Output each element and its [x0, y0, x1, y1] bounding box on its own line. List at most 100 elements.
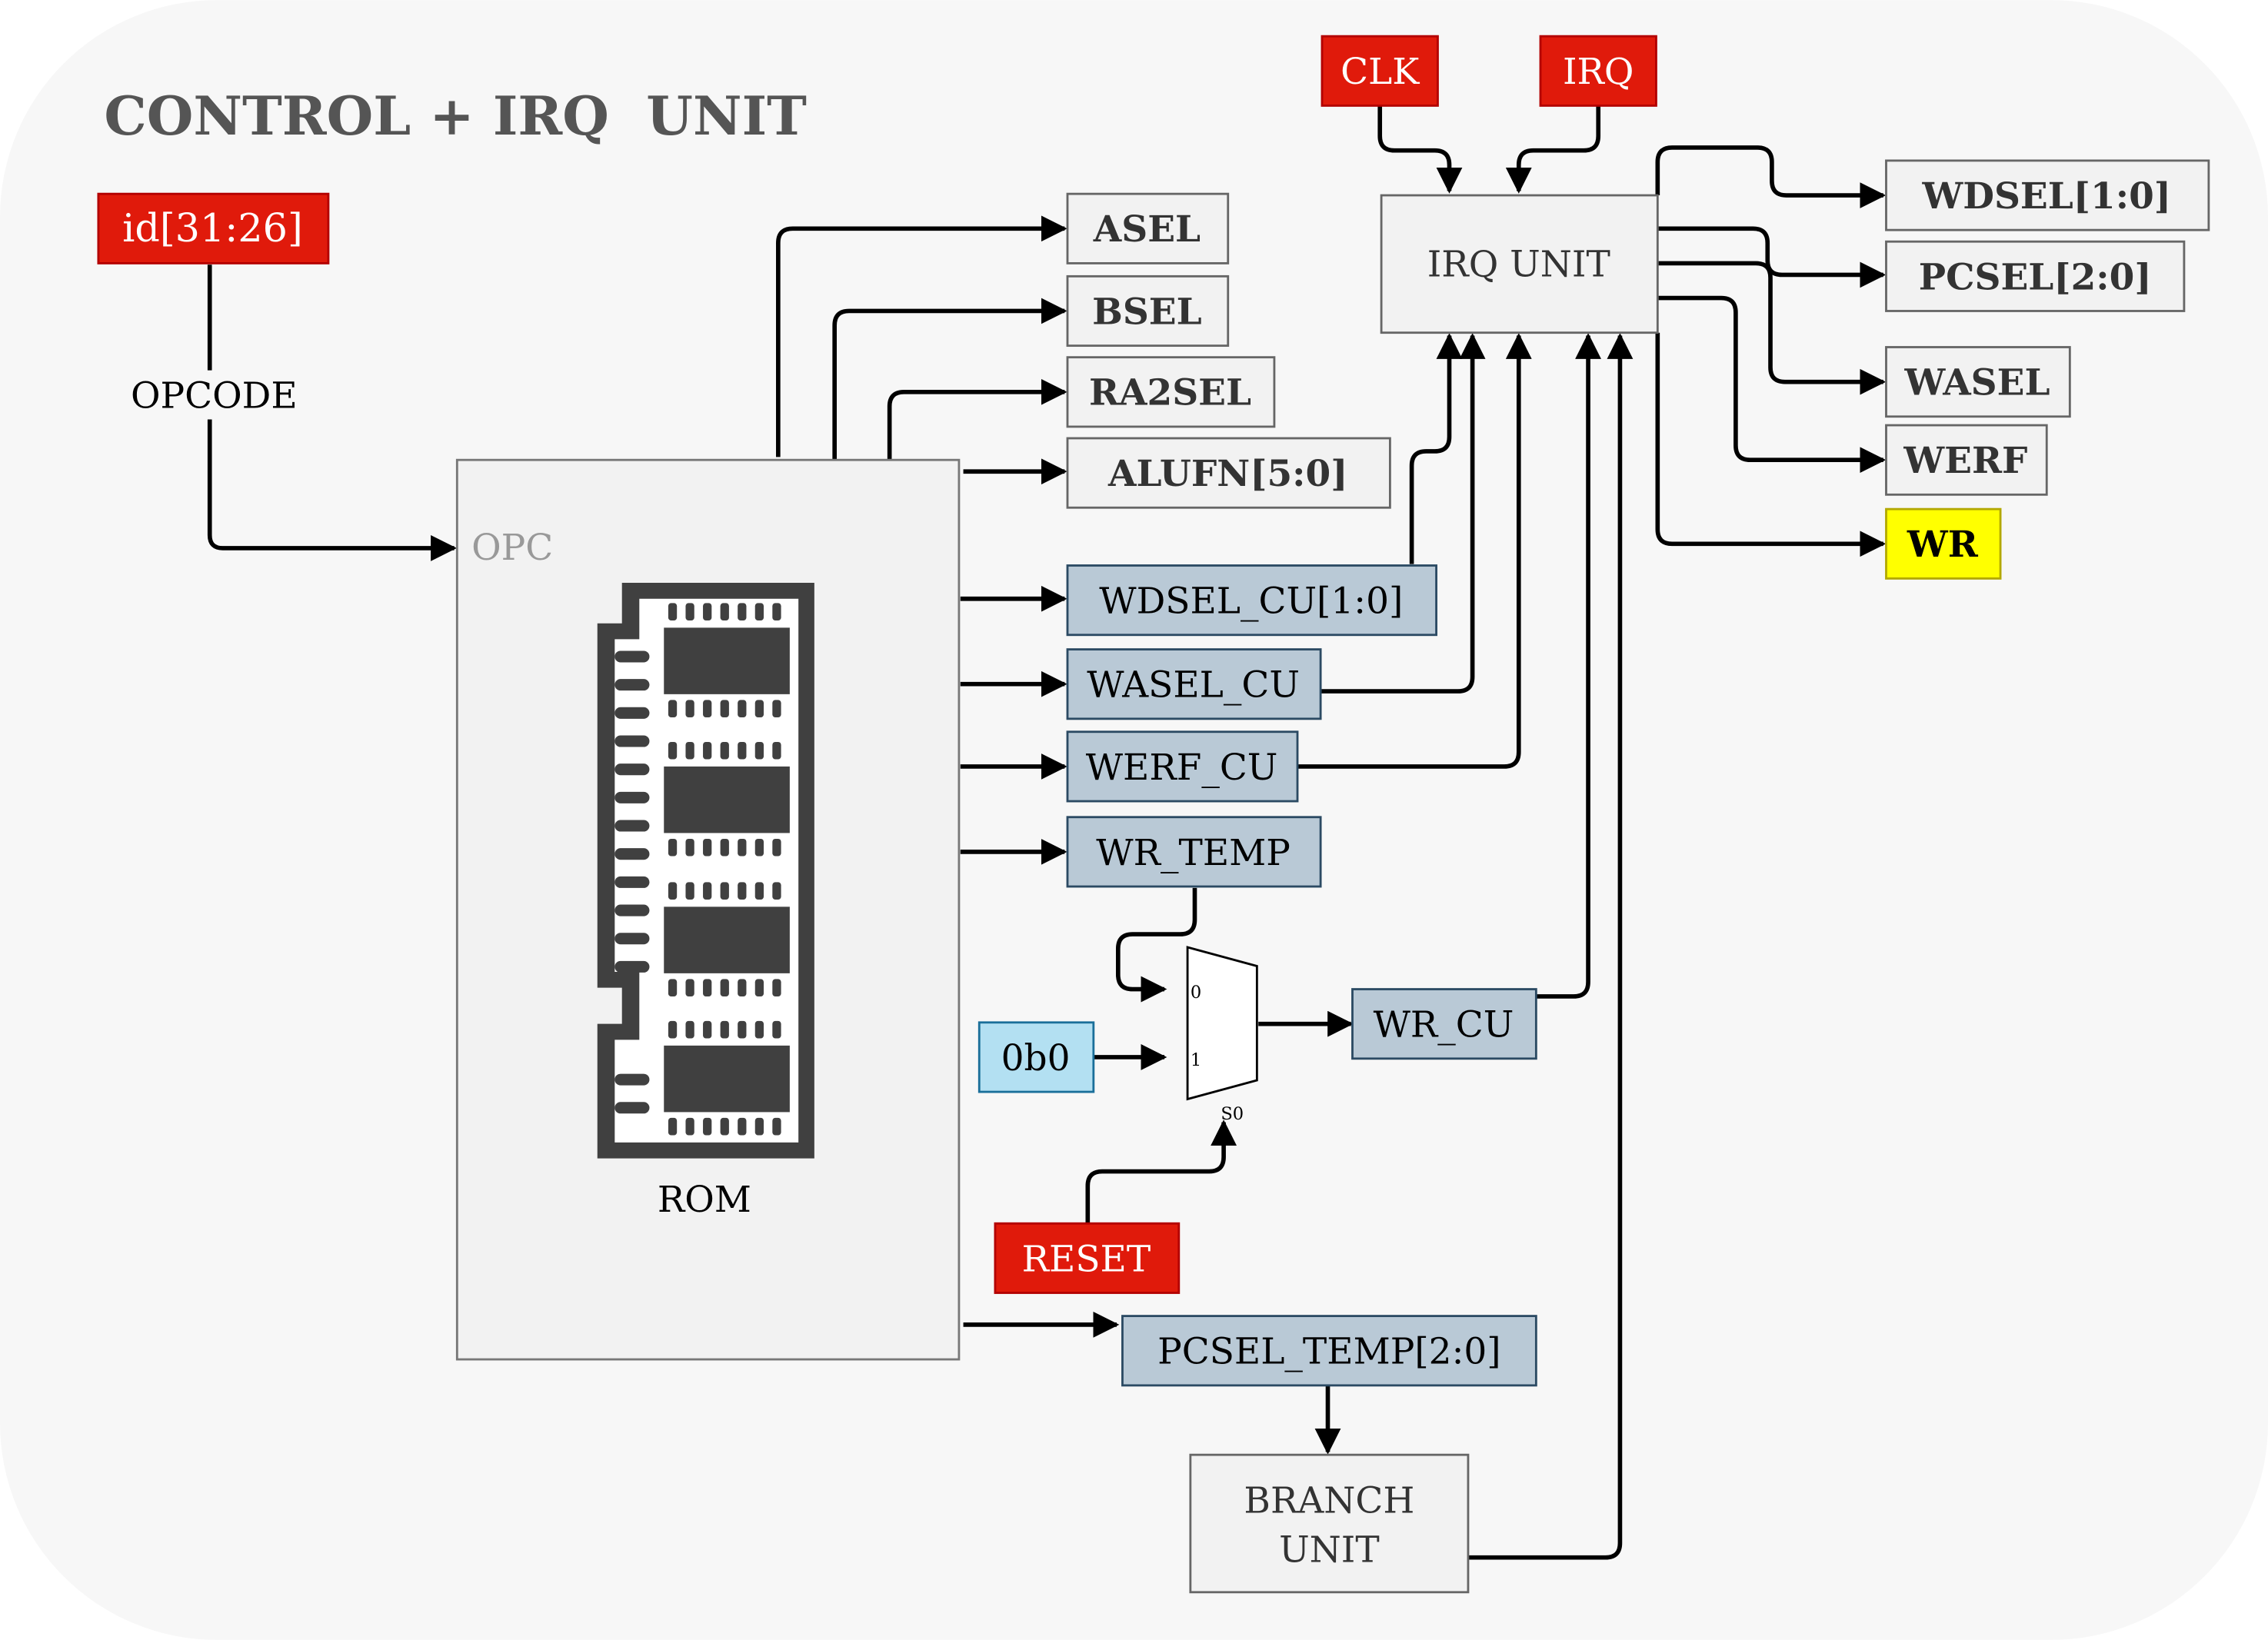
- wr-output: WR: [1885, 507, 2002, 580]
- branch-unit-line2: UNIT: [1279, 1529, 1380, 1571]
- memory-chip-pin: [703, 700, 712, 717]
- memory-chip-pin: [668, 882, 678, 900]
- wire-wr-temp-mux: [1115, 887, 1197, 1003]
- memory-chip-pin: [738, 1117, 747, 1136]
- branch-unit: BRANCH UNIT: [1189, 1453, 1470, 1594]
- wr-cu-signal: WR_CU: [1351, 988, 1537, 1060]
- memory-chip-pin: [720, 741, 729, 760]
- memory-chip-pin: [738, 882, 747, 900]
- rom-edge-pin: [614, 820, 650, 832]
- wire-wdsel: [1655, 145, 1887, 208]
- memory-chip-pin: [738, 741, 747, 760]
- memory-chip-pin: [772, 700, 781, 717]
- reset-label: RESET: [1022, 1238, 1151, 1280]
- wire-pcsel: [1657, 226, 1887, 288]
- branch-unit-line1: BRANCH: [1244, 1479, 1414, 1522]
- rom-edge-pin: [614, 707, 650, 719]
- wasel-cu-label: WASEL_CU: [1087, 664, 1300, 707]
- wr-cu-label: WR_CU: [1374, 1004, 1514, 1046]
- bsel-output: BSEL: [1066, 274, 1230, 348]
- memory-chip-pin: [754, 603, 764, 620]
- irq-unit: IRQ UNIT: [1380, 194, 1659, 334]
- memory-chip-pin: [703, 882, 712, 900]
- memory-chip-pin: [668, 741, 678, 760]
- memory-chip: [664, 627, 790, 694]
- memory-chip-pin: [668, 1117, 678, 1136]
- memory-chip-pin: [772, 741, 781, 760]
- memory-chip-pin: [738, 700, 747, 717]
- wdsel-cu-signal: WDSEL_CU[1:0]: [1066, 564, 1437, 637]
- ra2sel-label: RA2SEL: [1089, 372, 1251, 414]
- rom-edge-pin: [614, 960, 650, 973]
- rom-edge-pin: [614, 876, 650, 888]
- wire-wr-cu-irq: [1536, 333, 1601, 999]
- werf-output: WERF: [1885, 424, 2048, 496]
- wire-reset-mux: [1085, 1119, 1237, 1224]
- memory-chip-pin: [703, 979, 712, 996]
- memory-chip-pin: [703, 741, 712, 760]
- werf-cu-label: WERF_CU: [1086, 747, 1278, 789]
- memory-chip-pin: [720, 603, 729, 620]
- rom-chip-icon: [597, 583, 814, 1159]
- wire-werf-cu-irq: [1297, 333, 1532, 769]
- rom-edge-pin: [614, 933, 650, 945]
- clk-input: CLK: [1321, 35, 1439, 107]
- ra2sel-output: RA2SEL: [1066, 356, 1276, 428]
- memory-chip-pin: [685, 979, 694, 996]
- pcsel-temp-signal: PCSEL_TEMP[2:0]: [1121, 1315, 1537, 1387]
- rom-edge-pins: [614, 650, 650, 1114]
- wr-temp-signal: WR_TEMP: [1066, 816, 1322, 888]
- memory-chip-pin: [738, 979, 747, 996]
- memory-chip-pin: [754, 700, 764, 717]
- wr-label: WR: [1907, 524, 1979, 566]
- wire-wr: [1655, 332, 1887, 557]
- memory-chip-pin: [668, 838, 678, 857]
- asel-label: ASEL: [1093, 208, 1201, 251]
- wire-wasel: [1657, 261, 1887, 395]
- irq-input: IRQ: [1539, 35, 1657, 107]
- memory-chip-pin: [738, 1020, 747, 1039]
- wire-clk: [1377, 105, 1463, 194]
- memory-chip-pin: [668, 979, 678, 996]
- wr-temp-label: WR_TEMP: [1096, 832, 1291, 874]
- clk-label: CLK: [1340, 51, 1420, 93]
- memory-chip-pin: [685, 603, 694, 620]
- rom-edge-pin: [614, 735, 650, 747]
- rom-edge-pin: [614, 904, 650, 916]
- memory-chip-pin: [738, 603, 747, 620]
- memory-chip-pin: [772, 1117, 781, 1136]
- mux-in0-label: 0: [1191, 983, 1201, 1003]
- memory-chip-pin: [668, 603, 678, 620]
- werf-label: WERF: [1903, 440, 2027, 482]
- wire-irq: [1505, 105, 1601, 194]
- mux-in1-label: 1: [1191, 1050, 1201, 1070]
- reset-input: RESET: [994, 1222, 1181, 1294]
- opc-port-label: OPC: [471, 527, 553, 569]
- wire-ra2sel: [887, 378, 1067, 461]
- rom-label: ROM: [658, 1179, 751, 1221]
- opcode-label: OPCODE: [131, 374, 298, 417]
- memory-chip-pin: [772, 838, 781, 857]
- rom-edge-pin: [614, 848, 650, 860]
- rom-edge-pin: [614, 763, 650, 776]
- werf-cu-signal: WERF_CU: [1066, 730, 1299, 803]
- wdsel-label: WDSEL[1:0]: [1921, 175, 2171, 218]
- memory-chip-pin: [685, 700, 694, 717]
- memory-chip-pin: [754, 882, 764, 900]
- irq-label: IRQ: [1563, 51, 1634, 93]
- memory-chip-pin: [720, 882, 729, 900]
- memory-chip-pin: [668, 1020, 678, 1039]
- wasel-cu-signal: WASEL_CU: [1066, 648, 1322, 720]
- memory-chip-pin: [772, 882, 781, 900]
- id-input: id[31:26]: [97, 192, 330, 264]
- memory-chip-pin: [685, 741, 694, 760]
- const-0b0: 0b0: [977, 1021, 1095, 1093]
- memory-chip-pin: [738, 838, 747, 857]
- bsel-label: BSEL: [1092, 291, 1202, 333]
- memory-chip-pin: [754, 838, 764, 857]
- memory-chip-pin: [703, 838, 712, 857]
- wasel-output: WASEL: [1885, 346, 2071, 418]
- memory-chip-pin: [685, 1117, 694, 1136]
- wdsel-cu-label: WDSEL_CU[1:0]: [1099, 580, 1403, 623]
